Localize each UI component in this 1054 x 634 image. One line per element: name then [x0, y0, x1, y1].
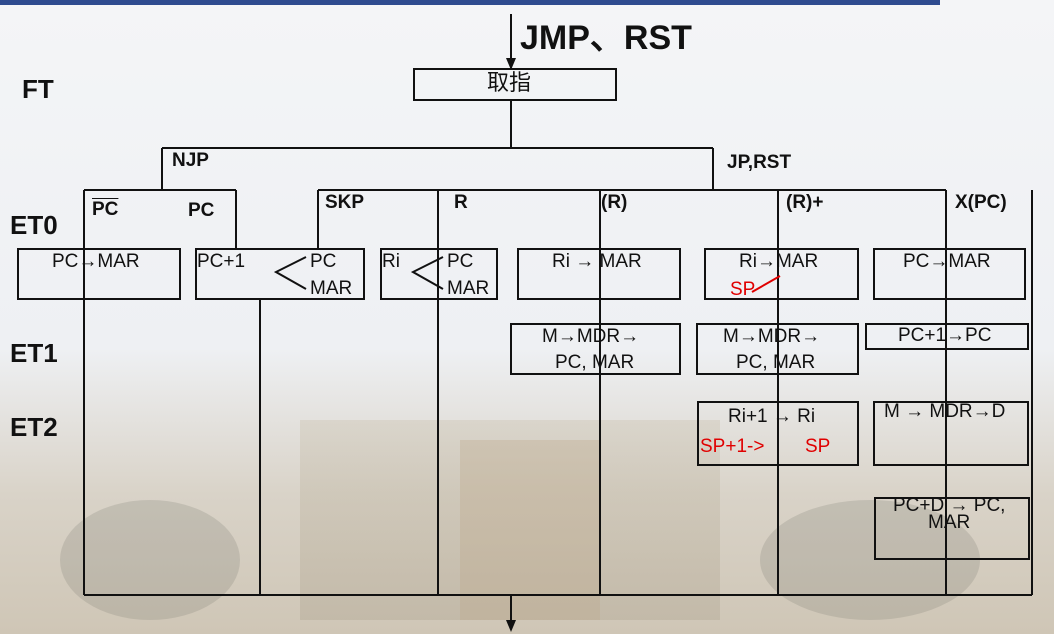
et1-rind-line2: PC, MAR — [555, 352, 635, 373]
et0-xpc-box — [873, 248, 1026, 300]
mode-xpc-label: X(PC) — [955, 192, 1007, 213]
et2-m-mdr-d-text: M → MDR→D — [884, 401, 1006, 422]
background-tree — [760, 500, 980, 620]
et2-sp-inc-text: SP+1-> — [700, 436, 765, 457]
et0-pcbar-box — [17, 248, 181, 300]
et1-rinc-box — [696, 323, 859, 375]
et0-ri-pc-text: PC — [447, 251, 474, 272]
mode-r-label: R — [454, 192, 468, 213]
background-tree — [60, 500, 240, 620]
phase-et1-label: ET1 — [10, 338, 58, 368]
entry-arrowhead — [506, 58, 516, 70]
et1-rinc-line1: M→MDR→ — [723, 326, 821, 347]
et0-ri-mar-text: MAR — [447, 278, 490, 299]
et2-ri-inc-text: Ri+1 → Ri — [728, 406, 816, 427]
fetch-box — [413, 68, 617, 101]
exit-arrowhead — [506, 620, 516, 632]
background-building-tower — [460, 440, 600, 620]
mode-r-indirect-label: (R) — [601, 192, 628, 213]
diagram-title: JMP、RST — [520, 19, 692, 57]
phase-et2-label: ET2 — [10, 412, 58, 442]
et1-xpc-box — [865, 323, 1029, 350]
phase-ft-label: FT — [22, 74, 54, 104]
background-building — [300, 420, 720, 620]
et0-pc1-mar-text: MAR — [310, 278, 353, 299]
et0-pc1-text: PC+1 — [197, 251, 246, 272]
et2-xpc-box — [873, 401, 1029, 466]
branch-arrow-pc1 — [273, 256, 307, 290]
mode-pc-bar-label: PC — [92, 199, 119, 220]
et0-xpc-mar-text: PC→MAR — [903, 251, 991, 272]
mode-skp-label: SKP — [325, 192, 365, 213]
et0-rinc-box — [704, 248, 859, 300]
et0-ri-to-mar-text: Ri → MAR — [552, 251, 642, 272]
et1-rind-box — [510, 323, 681, 375]
et0-ri-box — [380, 248, 498, 300]
et0-sp-text: SP — [730, 279, 756, 300]
et0-pc1-box — [195, 248, 365, 300]
et0-pc-mar-text: PC→MAR — [52, 251, 140, 272]
et0-rind-box — [517, 248, 681, 300]
et0-pc1-pc-text: PC — [310, 251, 337, 272]
et1-pc-inc-text: PC+1→PC — [898, 325, 992, 346]
branch-jprst-label: JP,RST — [727, 152, 792, 173]
et2-pcd-box — [874, 497, 1030, 560]
et0-ri-text: Ri — [382, 251, 400, 272]
et0-ri-mar2-text: Ri→MAR — [739, 251, 819, 272]
mode-pc-label: PC — [188, 200, 215, 221]
et2-pcd-line2: MAR — [928, 512, 971, 533]
et2-rinc-box — [697, 401, 859, 466]
et2-sp-target-text: SP — [805, 436, 831, 457]
top-accent-bar — [0, 0, 940, 5]
sp-red-arrow — [751, 275, 781, 293]
et1-rind-line1: M→MDR→ — [542, 326, 640, 347]
branch-arrow-ri — [410, 256, 444, 290]
et1-rinc-line2: PC, MAR — [736, 352, 816, 373]
phase-et0-label: ET0 — [10, 210, 58, 240]
mode-r-inc-label: (R)+ — [786, 192, 824, 213]
branch-njp-label: NJP — [172, 150, 209, 171]
fetch-label: 取指 — [487, 70, 532, 95]
et2-pcd-line1: PC+D → PC, — [893, 495, 1006, 516]
